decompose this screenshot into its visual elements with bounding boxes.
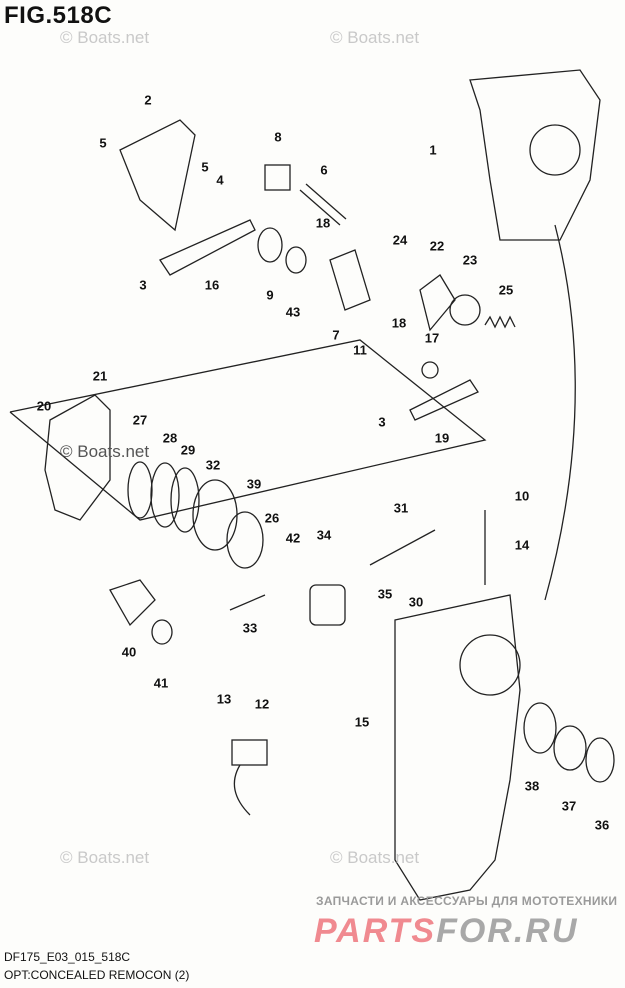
callout-part-1: 1	[429, 142, 437, 158]
callout-part-18: 18	[391, 315, 407, 331]
callout-part-31: 31	[393, 500, 409, 516]
part-16-lever	[159, 219, 256, 276]
callout-part-4: 4	[216, 172, 224, 188]
assembly-boundary	[9, 339, 487, 521]
callout-part-19: 19	[434, 430, 450, 446]
boats-watermark: © Boats.net	[330, 28, 420, 47]
callout-part-5: 5	[99, 135, 107, 151]
model-code: DF175_E03_015_518C	[4, 950, 131, 964]
callout-part-43: 43	[285, 304, 301, 320]
callout-part-38: 38	[524, 778, 540, 794]
callout-part-37: 37	[561, 798, 577, 814]
callout-part-27: 27	[132, 412, 148, 428]
callout-part-2: 2	[144, 92, 152, 108]
callout-part-5: 5	[201, 159, 209, 175]
callout-part-29: 29	[180, 442, 196, 458]
callout-part-23: 23	[462, 252, 478, 268]
callout-part-33: 33	[242, 620, 258, 636]
callout-part-32: 32	[205, 457, 221, 473]
callout-part-13: 13	[216, 691, 232, 707]
callout-part-10: 10	[514, 488, 530, 504]
callout-part-24: 24	[392, 232, 408, 248]
boats-watermark: © Boats.net	[60, 28, 150, 47]
callout-part-12: 12	[254, 696, 270, 712]
callout-part-3: 3	[378, 414, 386, 430]
part-21-cover	[44, 394, 111, 521]
callout-part-40: 40	[121, 644, 137, 660]
callout-part-30: 30	[408, 594, 424, 610]
partsfor-tagline: ЗАПЧАСТИ И АКСЕССУАРЫ ДЛЯ МОТОТЕХНИКИ	[316, 894, 618, 908]
callout-part-17: 17	[424, 330, 440, 346]
callout-part-35: 35	[377, 586, 393, 602]
callout-part-25: 25	[498, 282, 514, 298]
callout-part-9: 9	[266, 287, 274, 303]
callout-part-16: 16	[204, 277, 220, 293]
callout-part-7: 7	[332, 327, 340, 343]
callout-part-34: 34	[316, 527, 332, 543]
callout-part-42: 42	[285, 530, 301, 546]
callout-part-26: 26	[264, 510, 280, 526]
logo-part-b: FOR.RU	[436, 912, 579, 950]
callout-part-15: 15	[354, 714, 370, 730]
part-2-plate	[119, 119, 196, 232]
main-housing	[394, 594, 521, 901]
figure-title: FIG.518C	[4, 2, 113, 29]
callout-part-39: 39	[246, 476, 262, 492]
callout-part-41: 41	[153, 675, 169, 691]
callout-part-14: 14	[514, 537, 530, 553]
callout-part-36: 36	[594, 817, 610, 833]
figure-description: OPT:CONCEALED REMOCON (2)	[4, 968, 190, 982]
callout-part-6: 6	[320, 162, 328, 178]
callout-part-8: 8	[274, 129, 282, 145]
part-1-remote-control	[469, 69, 601, 241]
callout-part-21: 21	[92, 368, 108, 384]
callout-part-28: 28	[162, 430, 178, 446]
boats-watermark: © Boats.net	[330, 848, 420, 867]
callout-part-18: 18	[315, 215, 331, 231]
callout-part-22: 22	[429, 238, 445, 254]
callout-part-3: 3	[139, 277, 147, 293]
logo-part-a: PARTS	[314, 912, 437, 950]
partsfor-logo: PARTSFOR.RU	[314, 912, 578, 951]
callout-part-20: 20	[36, 398, 52, 414]
boats-watermark: © Boats.net	[60, 848, 150, 867]
arrow-curve	[544, 224, 576, 601]
boats-watermark: © Boats.net	[60, 442, 150, 461]
callout-part-11: 11	[353, 342, 367, 358]
